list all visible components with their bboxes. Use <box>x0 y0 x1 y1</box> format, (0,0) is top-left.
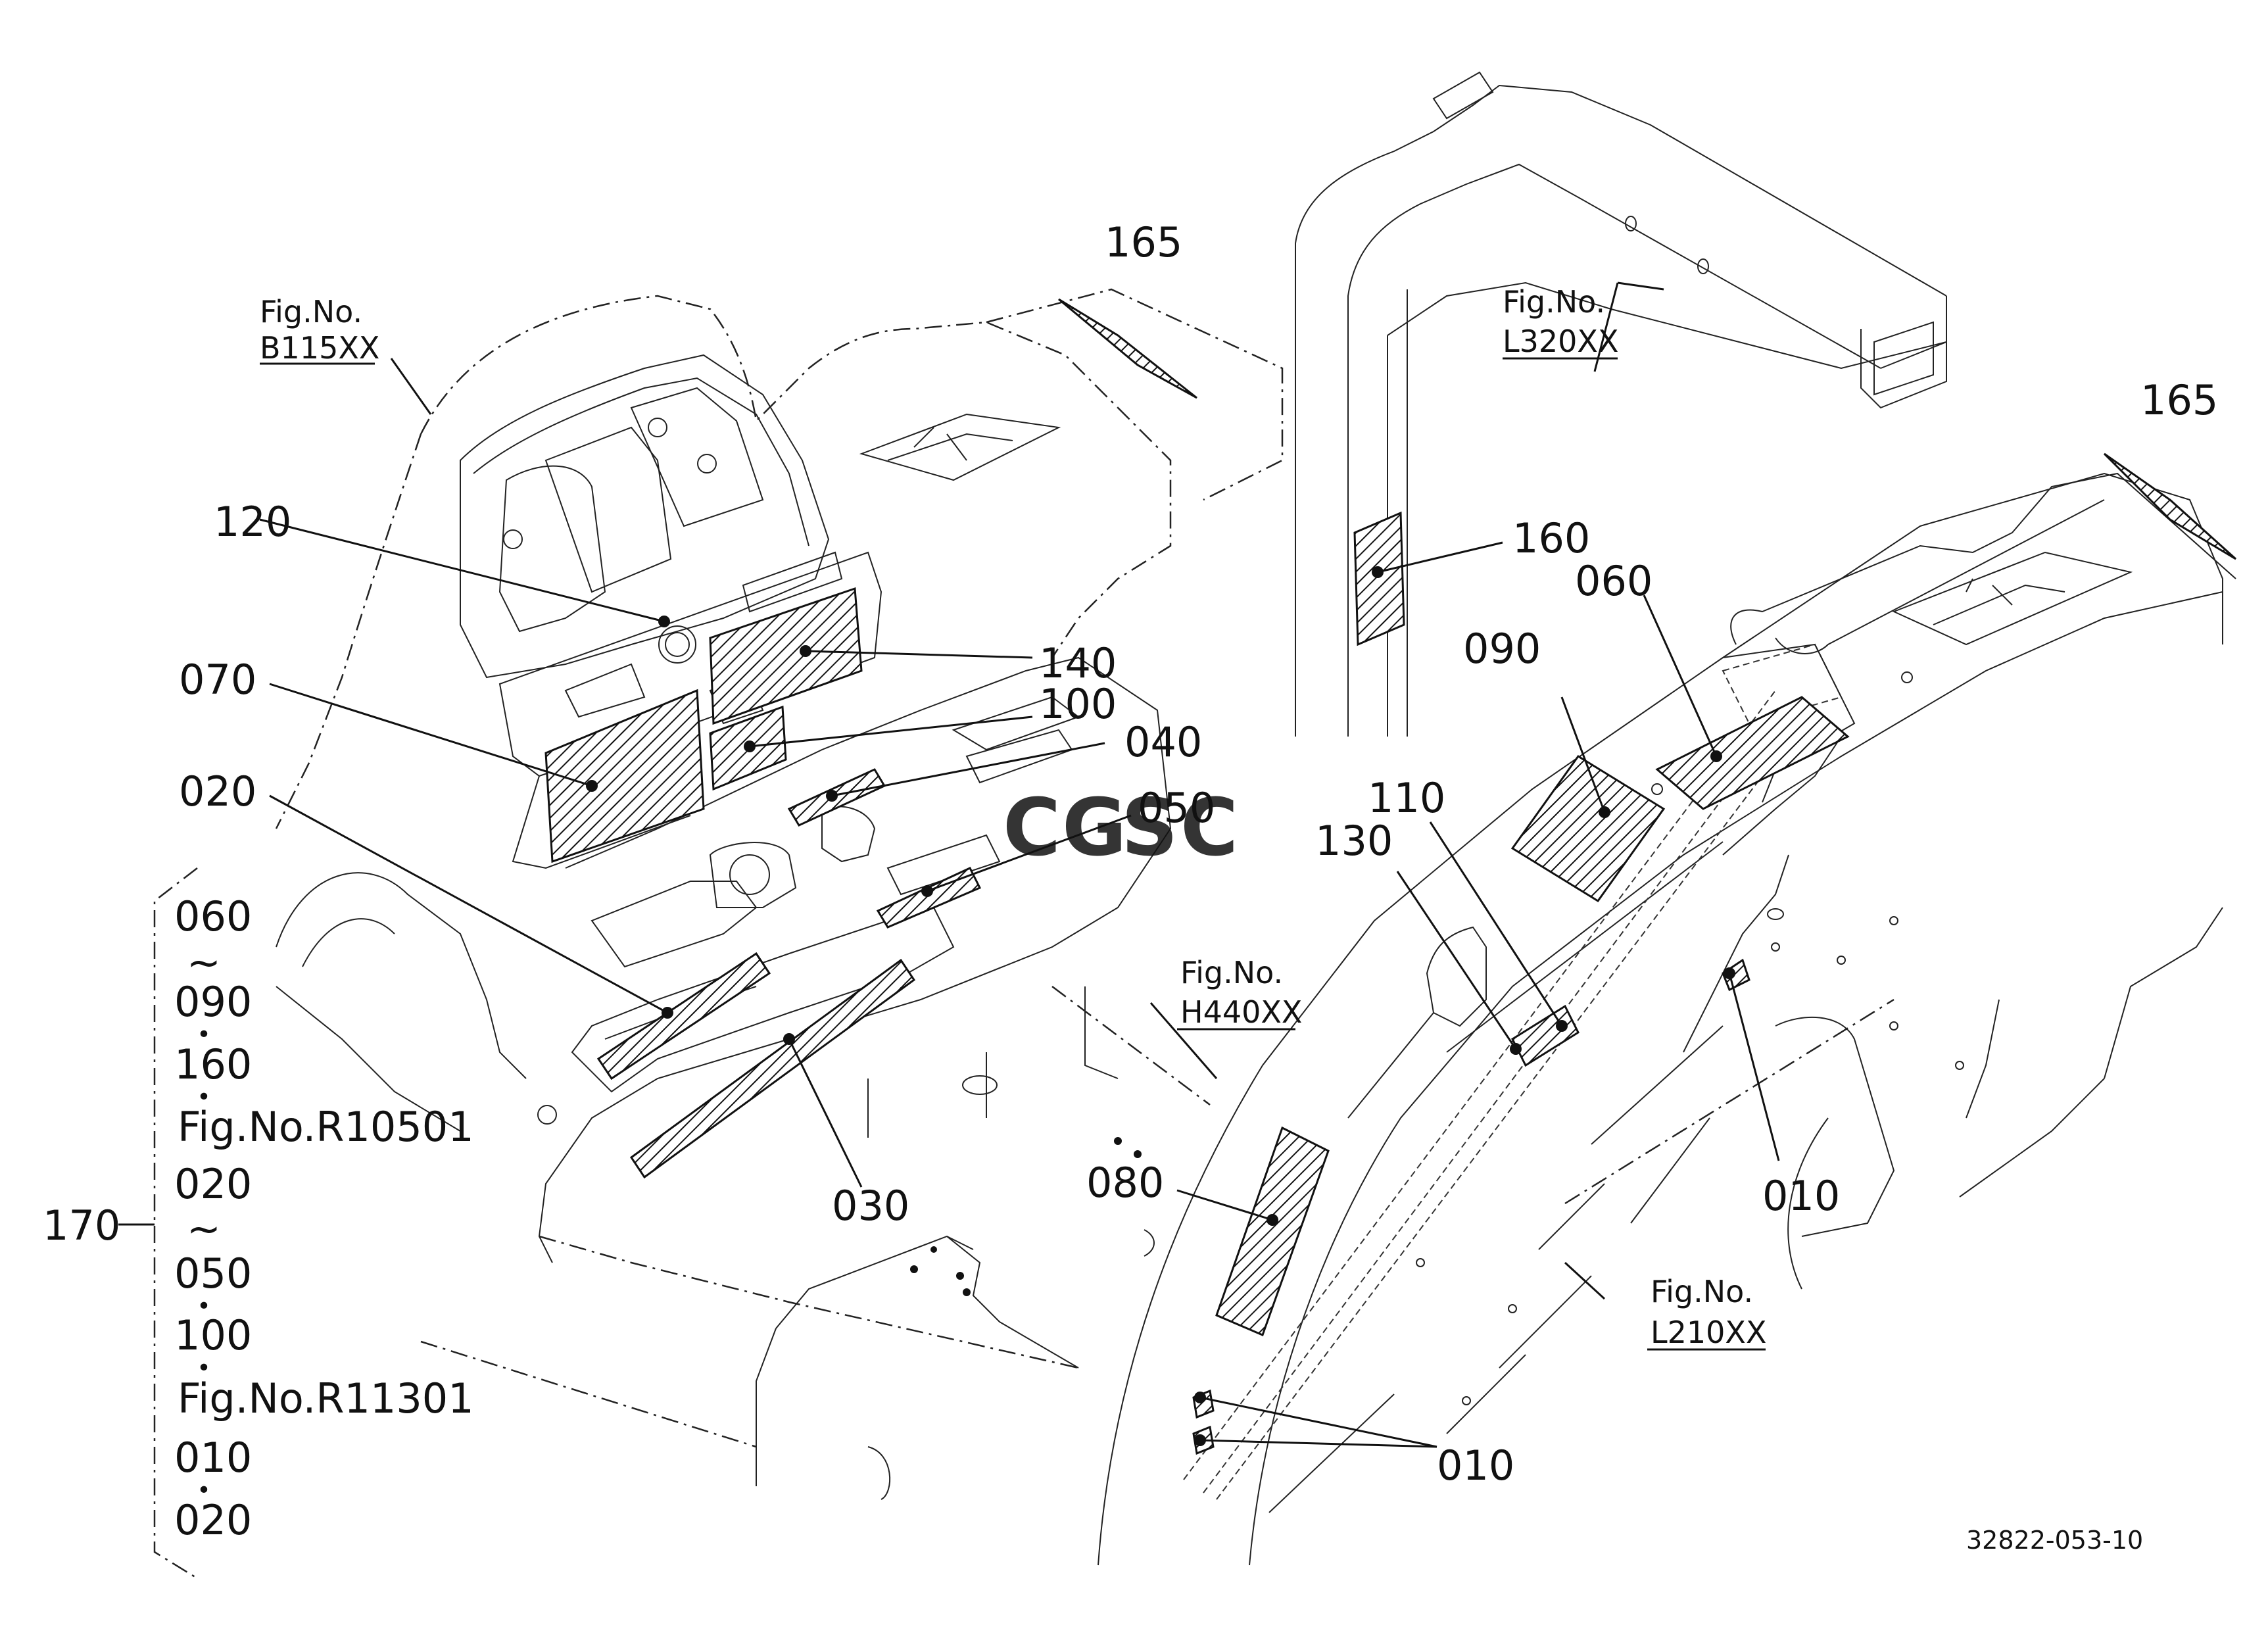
callout-110: 110 <box>1368 774 1445 822</box>
rops-frame <box>1098 71 2237 1566</box>
callout-030: 030 <box>832 1182 909 1230</box>
figref-b115-line1: Fig.No. <box>260 294 362 329</box>
callout-090: 090 <box>1463 625 1541 673</box>
callout-165-right: 165 <box>2140 376 2218 424</box>
callout-100: 100 <box>1039 680 1117 728</box>
callout-060: 060 <box>1575 557 1653 605</box>
drawing-code: 32822-053-10 <box>1966 1526 2143 1555</box>
watermark-letter: G <box>1062 783 1127 874</box>
list-item: ~ <box>187 938 221 986</box>
list-item: Fig.No.R11301 <box>178 1374 474 1422</box>
list-item: 010 <box>174 1434 252 1482</box>
figref-l320-line2: L320XX <box>1503 324 1618 359</box>
list-item: 100 <box>174 1311 252 1359</box>
callout-020: 020 <box>179 767 256 815</box>
watermark-letter: S <box>1121 783 1178 874</box>
leader-lines <box>259 281 1780 1448</box>
callout-120: 120 <box>214 498 291 546</box>
bracket-170 <box>118 867 198 1580</box>
list-item: 050 <box>174 1250 252 1298</box>
callout-050: 050 <box>1138 784 1215 832</box>
callout-160: 160 <box>1512 514 1590 562</box>
list-item: • <box>197 1477 210 1504</box>
callouts: 165 165 120 070 140 100 040 050 020 030 … <box>43 218 2218 1490</box>
callout-130: 130 <box>1315 817 1393 865</box>
list-item: Fig.No.R10501 <box>178 1103 474 1151</box>
list-item: 020 <box>174 1496 252 1544</box>
list-item: 090 <box>174 978 252 1026</box>
list-item: 060 <box>174 892 252 940</box>
callout-170: 170 <box>43 1201 120 1250</box>
watermark-letter: C <box>1003 783 1061 874</box>
callout-080: 080 <box>1086 1159 1164 1207</box>
dashboard-assembly <box>275 288 1284 1500</box>
bracket-list-170: 060 ~ 090 • 160 • Fig.No.R10501 020 ~ 05… <box>174 892 474 1544</box>
callout-165-left: 165 <box>1105 218 1182 266</box>
callout-010-right: 010 <box>1762 1172 1840 1220</box>
list-item: • <box>197 1084 210 1111</box>
list-item: 160 <box>174 1040 252 1088</box>
figref-l210-line2: L210XX <box>1651 1315 1766 1350</box>
callout-140: 140 <box>1039 639 1117 687</box>
list-item: • <box>197 1021 210 1048</box>
figref-b115-line2: B115XX <box>260 330 379 366</box>
list-item: • <box>197 1293 210 1320</box>
watermark-letter: C <box>1180 783 1238 874</box>
figref-h440-line1: Fig.No. <box>1180 955 1283 990</box>
list-item: • <box>197 1355 210 1382</box>
callout-040: 040 <box>1124 718 1202 766</box>
callout-010-bottom: 010 <box>1437 1442 1514 1490</box>
figref-h440-line2: H440XX <box>1180 994 1302 1030</box>
list-item: ~ <box>187 1205 221 1253</box>
figref-l320-line1: Fig.No. <box>1503 284 1605 320</box>
figref-l210-line1: Fig.No. <box>1651 1274 1753 1309</box>
figure-references: Fig.No. B115XX Fig.No. L320XX Fig.No. H4… <box>260 284 1766 1350</box>
cgsc-watermark-logo: C G S C <box>1003 783 1238 874</box>
callout-070: 070 <box>179 656 256 704</box>
list-item: 020 <box>174 1160 252 1208</box>
